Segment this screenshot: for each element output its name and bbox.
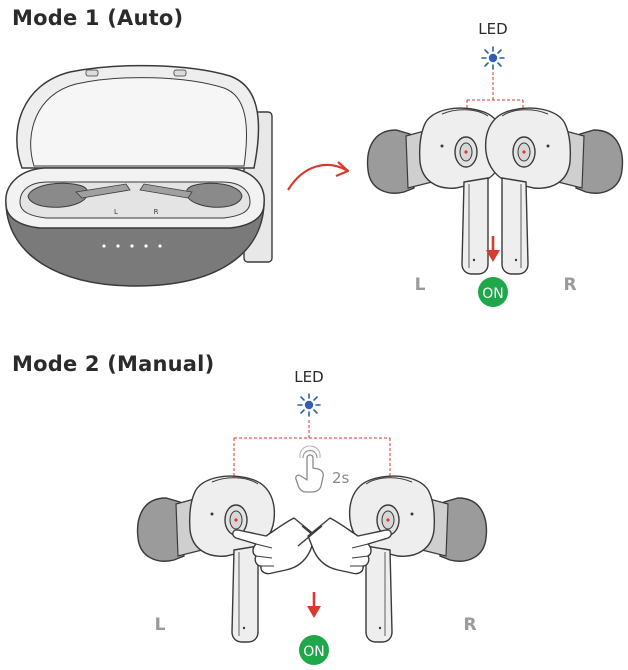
mode2-title: Mode 2 (Manual)	[12, 352, 215, 376]
mode1-on-badge: ON	[478, 277, 508, 307]
mode1-led-icon	[481, 46, 505, 70]
mode2-on-badge: ON	[299, 635, 329, 665]
mode1-on-text: ON	[482, 286, 504, 302]
case-left-mark: L	[114, 208, 118, 216]
hold-duration: 2s	[332, 469, 350, 487]
touch-hold-icon	[295, 445, 324, 493]
mode1-led-connector	[466, 72, 524, 150]
mode1-led-label: LED	[478, 20, 507, 38]
mode1-right-earbud	[484, 107, 624, 275]
remove-from-case-arrow	[287, 161, 350, 191]
case-right-mark: R	[154, 208, 159, 216]
mode1-title: Mode 1 (Auto)	[12, 6, 184, 30]
mode1-down-arrow	[486, 236, 500, 262]
mode2-on-text: ON	[303, 644, 325, 660]
mode1-left-label: L	[415, 275, 426, 295]
charging-case	[5, 64, 273, 287]
mode1-right-label: R	[563, 275, 576, 295]
mode1-left-earbud	[366, 107, 506, 275]
mode2-led-connector	[233, 420, 391, 520]
mode2-led-icon	[297, 393, 321, 417]
mode2-down-arrow	[307, 592, 321, 618]
mode2-left-label: L	[155, 615, 166, 635]
mode2-right-label: R	[463, 615, 476, 635]
mode2-led-label: LED	[294, 368, 323, 386]
